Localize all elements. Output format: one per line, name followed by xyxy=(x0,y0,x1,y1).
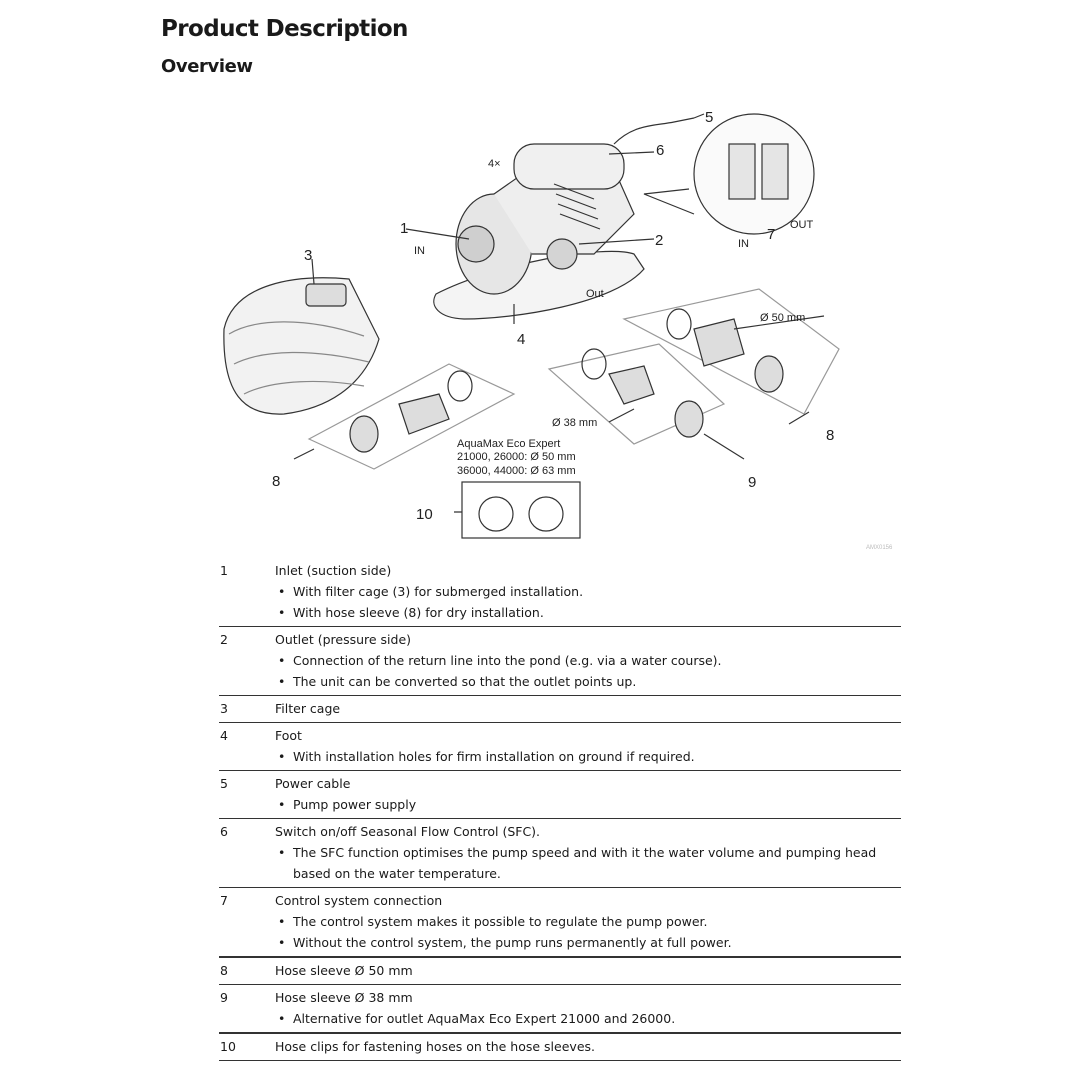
item-title: Foot xyxy=(275,728,302,743)
inlet-label: IN xyxy=(414,245,425,257)
item-title: Hose sleeve Ø 50 mm xyxy=(275,963,413,978)
section-title: Overview xyxy=(161,56,253,77)
model-line-1: AquaMax Eco Expert xyxy=(457,438,560,450)
callout-1: 1 xyxy=(400,220,408,237)
item-title: Switch on/off Seasonal Flow Control (SFC… xyxy=(275,824,541,839)
item-bullet: With installation holes for firm install… xyxy=(275,746,901,767)
figure-code: AMX0156 xyxy=(866,545,893,551)
item-bullet: The control system makes it possible to … xyxy=(275,911,901,932)
item-bullet: With filter cage (3) for submerged insta… xyxy=(275,581,901,602)
diameter-50-label: Ø 50 mm xyxy=(760,312,805,324)
model-line-3: 36000, 44000: Ø 63 mm xyxy=(457,465,576,477)
callout-5: 5 xyxy=(705,109,713,126)
item-bullet: Without the control system, the pump run… xyxy=(275,932,901,953)
item-bullet: With hose sleeve (8) for dry installatio… xyxy=(275,602,901,623)
item-number: 2 xyxy=(220,632,228,647)
diameter-38-label: Ø 38 mm xyxy=(552,417,597,429)
callout-6: 6 xyxy=(656,142,664,159)
detail-inlet-label: IN xyxy=(738,238,749,250)
item-title: Inlet (suction side) xyxy=(275,563,392,578)
legend-row: 6 Switch on/off Seasonal Flow Control (S… xyxy=(219,819,901,888)
legend-table: 1 Inlet (suction side) With filter cage … xyxy=(219,558,901,1061)
callout-4: 4 xyxy=(517,331,525,348)
item-title: Hose clips for fastening hoses on the ho… xyxy=(275,1039,595,1054)
page-title: Product Description xyxy=(161,16,408,42)
item-bullet: Connection of the return line into the p… xyxy=(275,650,901,671)
item-number: 5 xyxy=(220,776,228,791)
legend-row: 2 Outlet (pressure side) Connection of t… xyxy=(219,627,901,696)
item-number: 1 xyxy=(220,563,228,578)
item-title: Filter cage xyxy=(275,701,341,716)
model-line-2: 21000, 26000: Ø 50 mm xyxy=(457,451,576,463)
outlet-label: Out xyxy=(586,288,604,300)
legend-row: 1 Inlet (suction side) With filter cage … xyxy=(219,558,901,627)
callout-2: 2 xyxy=(655,232,663,249)
item-title: Outlet (pressure side) xyxy=(275,632,412,647)
item-bullet: Alternative for outlet AquaMax Eco Exper… xyxy=(275,1008,901,1029)
legend-row: 9 Hose sleeve Ø 38 mm Alternative for ou… xyxy=(219,985,901,1034)
callout-10: 10 xyxy=(416,506,433,523)
detail-outlet-label: OUT xyxy=(790,219,814,231)
item-number: 9 xyxy=(220,990,228,1005)
legend-row: 4 Foot With installation holes for firm … xyxy=(219,723,901,771)
legend-row: 8 Hose sleeve Ø 50 mm xyxy=(219,958,901,985)
item-number: 8 xyxy=(220,963,228,978)
item-bullet: The SFC function optimises the pump spee… xyxy=(275,842,901,884)
pump-overview-figure: 1 2 3 4 5 6 7 8 8 9 10 4× IN Out IN OUT … xyxy=(214,104,904,554)
callout-8-left: 8 xyxy=(272,473,280,490)
callout-8-right: 8 xyxy=(826,427,834,444)
legend-row: 3 Filter cage xyxy=(219,696,901,723)
item-title: Control system connection xyxy=(275,893,443,908)
item-bullet: Pump power supply xyxy=(275,794,901,815)
callout-7: 7 xyxy=(767,226,775,243)
item-bullet: The unit can be converted so that the ou… xyxy=(275,671,901,692)
legend-row: 5 Power cable Pump power supply xyxy=(219,771,901,819)
quantity-label: 4× xyxy=(488,158,501,170)
item-number: 3 xyxy=(220,701,228,716)
legend-row: 10 Hose clips for fastening hoses on the… xyxy=(219,1034,901,1061)
item-title: Hose sleeve Ø 38 mm xyxy=(275,990,413,1005)
item-number: 6 xyxy=(220,824,228,839)
legend-row: 7 Control system connection The control … xyxy=(219,888,901,958)
callout-3: 3 xyxy=(304,247,312,264)
item-number: 10 xyxy=(220,1039,236,1054)
callout-9: 9 xyxy=(748,474,756,491)
item-title: Power cable xyxy=(275,776,351,791)
item-number: 7 xyxy=(220,893,228,908)
item-number: 4 xyxy=(220,728,228,743)
pump-exploded-diagram: 1 2 3 4 5 6 7 8 8 9 10 4× IN Out IN OUT … xyxy=(223,109,893,551)
